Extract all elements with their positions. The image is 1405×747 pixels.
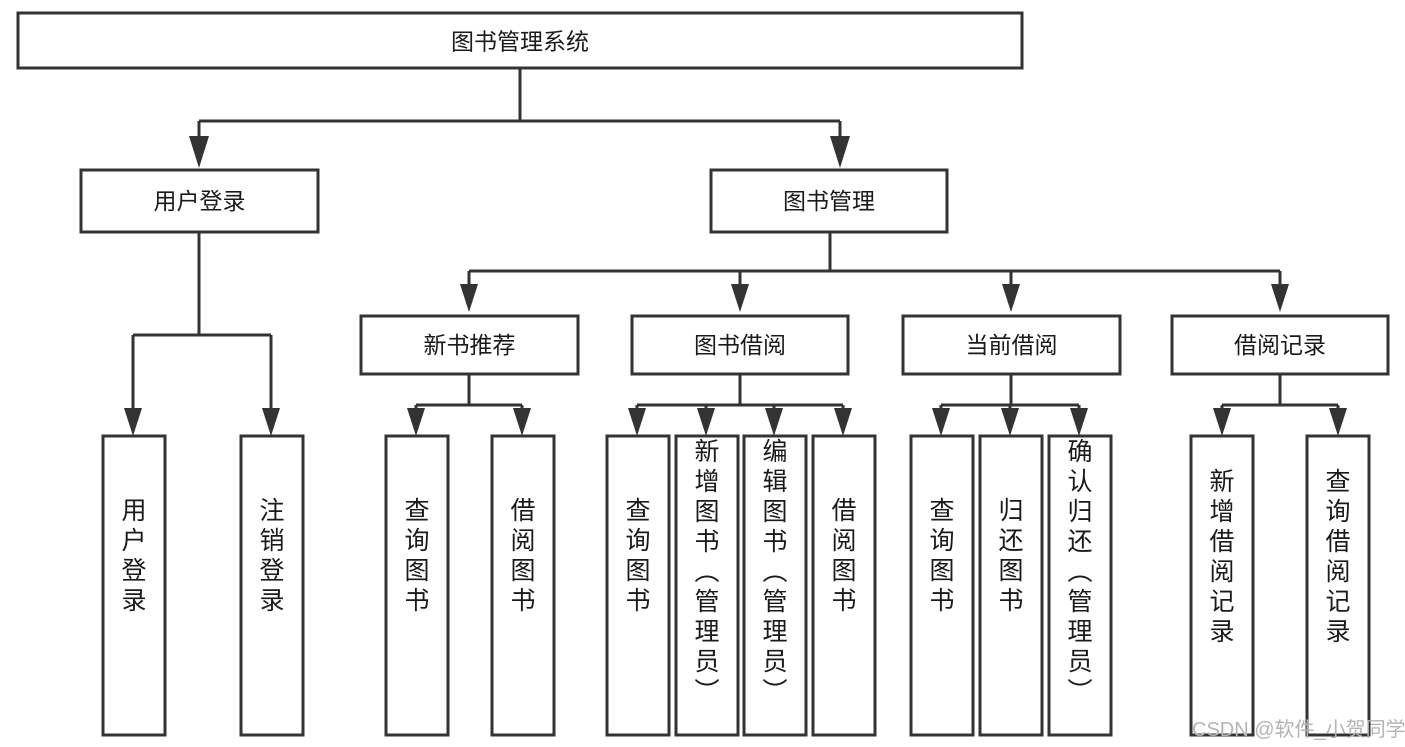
arrow-head-leaf-add-book <box>697 408 715 436</box>
node-leaf-query-record[interactable]: 查询借阅记录 <box>1305 434 1371 737</box>
arrow-head-leaf-query-book-3 <box>932 408 950 436</box>
arrow-head-leaf-edit-book <box>765 408 783 436</box>
node-leaf-return-book-box[interactable] <box>978 434 1044 737</box>
node-leaf-query-book-3-box[interactable] <box>909 434 975 737</box>
node-leaf-user-login-box[interactable] <box>101 434 167 737</box>
arrow-head-book-borrow <box>731 284 749 312</box>
node-root-box[interactable] <box>16 11 1024 70</box>
node-leaf-user-login[interactable]: 用户登录 <box>101 434 167 737</box>
node-borrow-record-box[interactable] <box>1170 314 1390 376</box>
node-book-manage[interactable]: 图书管理 <box>709 168 949 234</box>
node-leaf-borrow-book-1[interactable]: 借阅图书 <box>490 434 556 737</box>
node-borrow-record-label: 借阅记录 <box>1234 332 1326 358</box>
node-current-borrow[interactable]: 当前借阅 <box>901 314 1122 376</box>
node-leaf-borrow-book-2-label: 借阅图书 <box>831 497 856 615</box>
node-leaf-query-book-3[interactable]: 查询图书 <box>909 434 975 737</box>
arrow-head-leaf-confirm-return <box>1070 408 1088 436</box>
node-root[interactable]: 图书管理系统 <box>16 11 1024 70</box>
node-borrow-record[interactable]: 借阅记录 <box>1170 314 1390 376</box>
node-leaf-query-book-1-box[interactable] <box>384 434 450 737</box>
node-leaf-confirm-return-box[interactable] <box>1047 434 1113 737</box>
node-leaf-edit-book-label: 编辑图书︵管理员︶ <box>762 438 787 706</box>
node-book-borrow-label: 图书借阅 <box>694 332 786 358</box>
node-leaf-query-book-2[interactable]: 查询图书 <box>605 434 671 737</box>
node-leaf-user-login-label: 用户登录 <box>121 497 146 615</box>
node-leaf-add-book-label: 新增图书︵管理员︶ <box>694 438 719 706</box>
arrow-head-leaf-return-book <box>1001 408 1019 436</box>
node-leaf-add-record[interactable]: 新增借阅记录 <box>1189 434 1255 737</box>
arrow-head-borrow-record <box>1271 284 1289 312</box>
node-leaf-query-record-label: 查询借阅记录 <box>1325 468 1350 646</box>
arrow-head-leaf-query-record <box>1329 408 1347 436</box>
arrow-head-book-manage <box>830 136 850 168</box>
node-leaf-logout-login[interactable]: 注销登录 <box>239 434 305 737</box>
node-book-borrow[interactable]: 图书借阅 <box>630 314 850 376</box>
node-leaf-edit-book[interactable]: 编辑图书︵管理员︶ <box>742 434 808 737</box>
node-leaf-add-book[interactable]: 新增图书︵管理员︶ <box>674 434 740 737</box>
node-leaf-edit-book-box[interactable] <box>742 434 808 737</box>
node-leaf-add-record-label: 新增借阅记录 <box>1209 468 1234 646</box>
node-book-borrow-box[interactable] <box>630 314 850 376</box>
node-leaf-query-book-3-label: 查询图书 <box>929 497 954 615</box>
node-current-borrow-label: 当前借阅 <box>966 332 1058 358</box>
node-new-book-recommend-box[interactable] <box>359 314 580 376</box>
node-current-borrow-box[interactable] <box>901 314 1122 376</box>
node-leaf-add-book-box[interactable] <box>674 434 740 737</box>
node-leaf-logout-login-label: 注销登录 <box>259 497 284 615</box>
node-user-login-label: 用户登录 <box>154 188 246 214</box>
csdn-watermark: CSDN @软件_小贺同学 <box>1192 718 1405 741</box>
node-leaf-add-record-box[interactable] <box>1189 434 1255 737</box>
arrow-head-leaf-logout-login <box>262 408 280 436</box>
arrow-head-user-login <box>189 136 209 168</box>
node-leaf-query-record-box[interactable] <box>1305 434 1371 737</box>
connector-layer <box>124 68 1347 436</box>
node-leaf-confirm-return[interactable]: 确认归还︵管理员︶ <box>1047 434 1113 737</box>
node-leaf-confirm-return-label: 确认归还︵管理员︶ <box>1067 438 1092 706</box>
node-leaf-borrow-book-1-box[interactable] <box>490 434 556 737</box>
arrow-head-leaf-add-record <box>1213 408 1231 436</box>
node-leaf-borrow-book-2-box[interactable] <box>811 434 877 737</box>
arrow-head-new-book-recommend <box>460 284 478 312</box>
node-leaf-return-book[interactable]: 归还图书 <box>978 434 1044 737</box>
node-leaf-query-book-1-label: 查询图书 <box>404 497 429 615</box>
node-book-manage-box[interactable] <box>709 168 949 234</box>
node-user-login-box[interactable] <box>79 168 320 234</box>
arrow-head-leaf-query-book-1 <box>407 408 425 436</box>
node-root-label: 图书管理系统 <box>451 29 589 55</box>
node-leaf-return-book-label: 归还图书 <box>998 497 1023 615</box>
node-new-book-recommend[interactable]: 新书推荐 <box>359 314 580 376</box>
node-leaf-borrow-book-2[interactable]: 借阅图书 <box>811 434 877 737</box>
node-leaf-logout-login-box[interactable] <box>239 434 305 737</box>
node-leaf-query-book-2-box[interactable] <box>605 434 671 737</box>
arrow-head-leaf-borrow-book-2 <box>834 408 852 436</box>
node-book-manage-label: 图书管理 <box>783 188 875 214</box>
node-new-book-recommend-label: 新书推荐 <box>424 332 516 358</box>
arrow-head-leaf-borrow-book-1 <box>513 408 531 436</box>
node-leaf-borrow-book-1-label: 借阅图书 <box>510 497 535 615</box>
arrow-head-current-borrow <box>1002 284 1020 312</box>
node-leaf-query-book-1[interactable]: 查询图书 <box>384 434 450 737</box>
node-user-login[interactable]: 用户登录 <box>79 168 320 234</box>
node-leaf-query-book-2-label: 查询图书 <box>625 497 650 615</box>
arrow-head-leaf-query-book-2 <box>628 408 646 436</box>
arrow-head-leaf-user-login <box>124 408 142 436</box>
